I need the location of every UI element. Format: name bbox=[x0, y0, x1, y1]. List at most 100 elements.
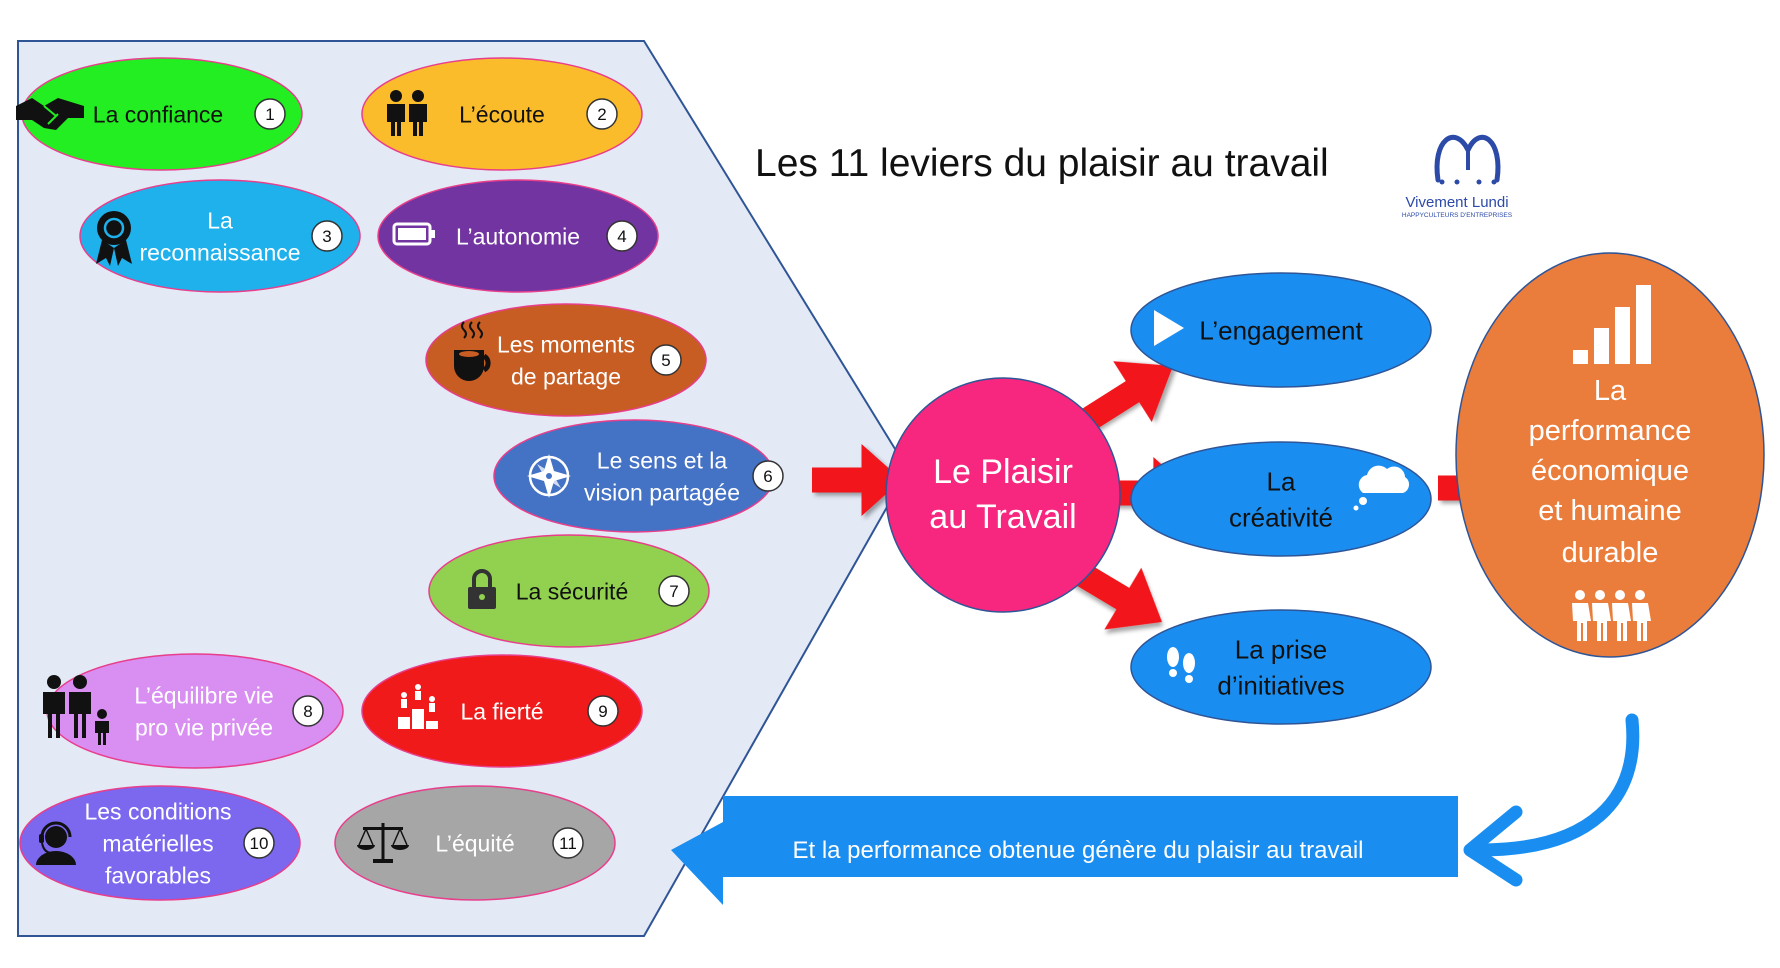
award-ribbon-icon bbox=[96, 211, 132, 266]
lever-label: favorables bbox=[105, 862, 211, 888]
group-people-icon bbox=[1572, 590, 1651, 641]
lever-number: 9 bbox=[598, 702, 607, 721]
result-line-1: La bbox=[1594, 375, 1627, 407]
lever-ellipse bbox=[377, 179, 659, 293]
feedback-curved-arrow bbox=[1463, 713, 1640, 887]
outcome-label: La bbox=[1267, 466, 1296, 496]
feedback-arrow-shape bbox=[671, 796, 1458, 905]
outcome-label: créativité bbox=[1229, 502, 1333, 532]
lever-ellipse bbox=[428, 534, 710, 648]
lever-number-badge bbox=[587, 695, 619, 727]
result-ellipse bbox=[1455, 252, 1765, 658]
lever-number: 6 bbox=[763, 467, 772, 486]
logo-tagline: HAPPYCULTEURS D'ENTREPRISES bbox=[1402, 212, 1513, 219]
outcome-3: La prise d’initiatives bbox=[1130, 609, 1432, 725]
result-line-5: durable bbox=[1562, 537, 1659, 569]
lever-label: reconnaissance bbox=[139, 239, 300, 265]
lever-ellipse bbox=[79, 179, 361, 293]
lever-number: 3 bbox=[322, 227, 331, 246]
flow-arrow-2 bbox=[1076, 361, 1174, 434]
outcome-ellipse bbox=[1130, 272, 1432, 388]
lever-number-badge bbox=[552, 827, 584, 859]
compass-icon bbox=[527, 454, 571, 498]
lever-label: La sécurité bbox=[516, 578, 629, 604]
lever-label: L’équilibre vie bbox=[134, 682, 273, 708]
result-line-3: économique bbox=[1531, 455, 1689, 487]
lever-number: 5 bbox=[661, 351, 670, 370]
lever-label: vision partagée bbox=[584, 479, 740, 505]
lever-number: 10 bbox=[250, 834, 269, 853]
headset-user-icon bbox=[36, 821, 76, 865]
lever-number: 2 bbox=[597, 105, 606, 124]
lever-number-badge bbox=[752, 460, 784, 492]
lever-ellipse bbox=[19, 785, 301, 901]
center-node: Le Plaisir au Travail bbox=[885, 377, 1121, 613]
lever-number: 11 bbox=[559, 834, 577, 853]
lever-number: 7 bbox=[669, 582, 678, 601]
result-line-4: et humaine bbox=[1538, 495, 1682, 527]
center-label-line-1: Le Plaisir bbox=[933, 453, 1073, 491]
lever-11: L’équité 11 bbox=[334, 785, 616, 901]
lever-number: 1 bbox=[265, 105, 274, 124]
outcome-label: d’initiatives bbox=[1217, 670, 1344, 700]
lever-ellipse bbox=[334, 785, 616, 901]
lever-number-badge bbox=[243, 827, 275, 859]
center-label-line-2: au Travail bbox=[929, 498, 1076, 536]
lever-label: L’écoute bbox=[459, 101, 545, 127]
lever-1: La confiance 1 bbox=[16, 57, 303, 171]
lever-ellipse bbox=[425, 303, 707, 417]
feedback-arrow: Et la performance obtenue génère du plai… bbox=[671, 796, 1458, 905]
lever-label: L’équité bbox=[435, 830, 514, 856]
scales-icon bbox=[357, 823, 409, 863]
lever-9: La fierté 9 bbox=[361, 654, 643, 768]
lever-number-badge bbox=[586, 98, 618, 130]
lever-6: Le sens et la vision partagée 6 bbox=[493, 419, 784, 533]
outcome-label: L’engagement bbox=[1199, 315, 1363, 345]
outcome-1: L’engagement bbox=[1130, 272, 1432, 388]
play-icon bbox=[1154, 310, 1184, 346]
lever-7: La sécurité 7 bbox=[428, 534, 710, 648]
footprints-icon bbox=[1167, 647, 1195, 683]
outcome-label: La prise bbox=[1235, 634, 1328, 664]
lever-label: de partage bbox=[511, 363, 621, 389]
lever-label: La fierté bbox=[460, 698, 543, 724]
outcome-2: La créativité bbox=[1130, 441, 1432, 557]
vivement-lundi-logo: Vivement Lundi HAPPYCULTEURS D'ENTREPRIS… bbox=[1402, 134, 1513, 219]
lever-label: L’autonomie bbox=[456, 223, 580, 249]
lock-icon bbox=[468, 569, 496, 609]
lever-number: 4 bbox=[617, 227, 626, 246]
lever-label: matérielles bbox=[102, 830, 213, 856]
lever-label: La confiance bbox=[93, 101, 223, 127]
people-icon bbox=[387, 90, 427, 136]
lever-label: La bbox=[207, 207, 233, 233]
outcome-ellipse bbox=[1130, 441, 1432, 557]
lever-label: pro vie privée bbox=[135, 714, 273, 740]
growth-chart-icon bbox=[1573, 285, 1651, 364]
result-node: La performance économique et humaine dur… bbox=[1455, 252, 1765, 658]
lever-3: La reconnaissance 3 bbox=[79, 179, 361, 293]
lever-ellipse bbox=[361, 57, 643, 171]
lever-number-badge bbox=[650, 344, 682, 376]
coffee-cup-icon bbox=[454, 321, 491, 381]
lever-number-badge bbox=[254, 98, 286, 130]
center-circle bbox=[885, 377, 1121, 613]
page-title: Les 11 leviers du plaisir au travail bbox=[755, 142, 1329, 185]
result-line-2: performance bbox=[1529, 415, 1692, 447]
flow-arrow-1 bbox=[812, 444, 902, 516]
lever-number: 8 bbox=[303, 702, 312, 721]
lever-ellipse bbox=[361, 654, 643, 768]
lever-2: L’écoute 2 bbox=[361, 57, 643, 171]
logo-name: Vivement Lundi bbox=[1405, 194, 1508, 211]
lever-4: L’autonomie 4 bbox=[377, 179, 659, 293]
lever-number-badge bbox=[292, 695, 324, 727]
thought-cloud-icon bbox=[1353, 465, 1410, 511]
lever-label: Le sens et la bbox=[597, 447, 728, 473]
handshake-icon bbox=[16, 98, 84, 130]
feedback-text: Et la performance obtenue génère du plai… bbox=[792, 837, 1363, 864]
lever-8: L’équilibre vie pro vie privée 8 bbox=[43, 653, 344, 769]
podium-icon bbox=[398, 684, 438, 729]
family-icon bbox=[43, 675, 109, 745]
